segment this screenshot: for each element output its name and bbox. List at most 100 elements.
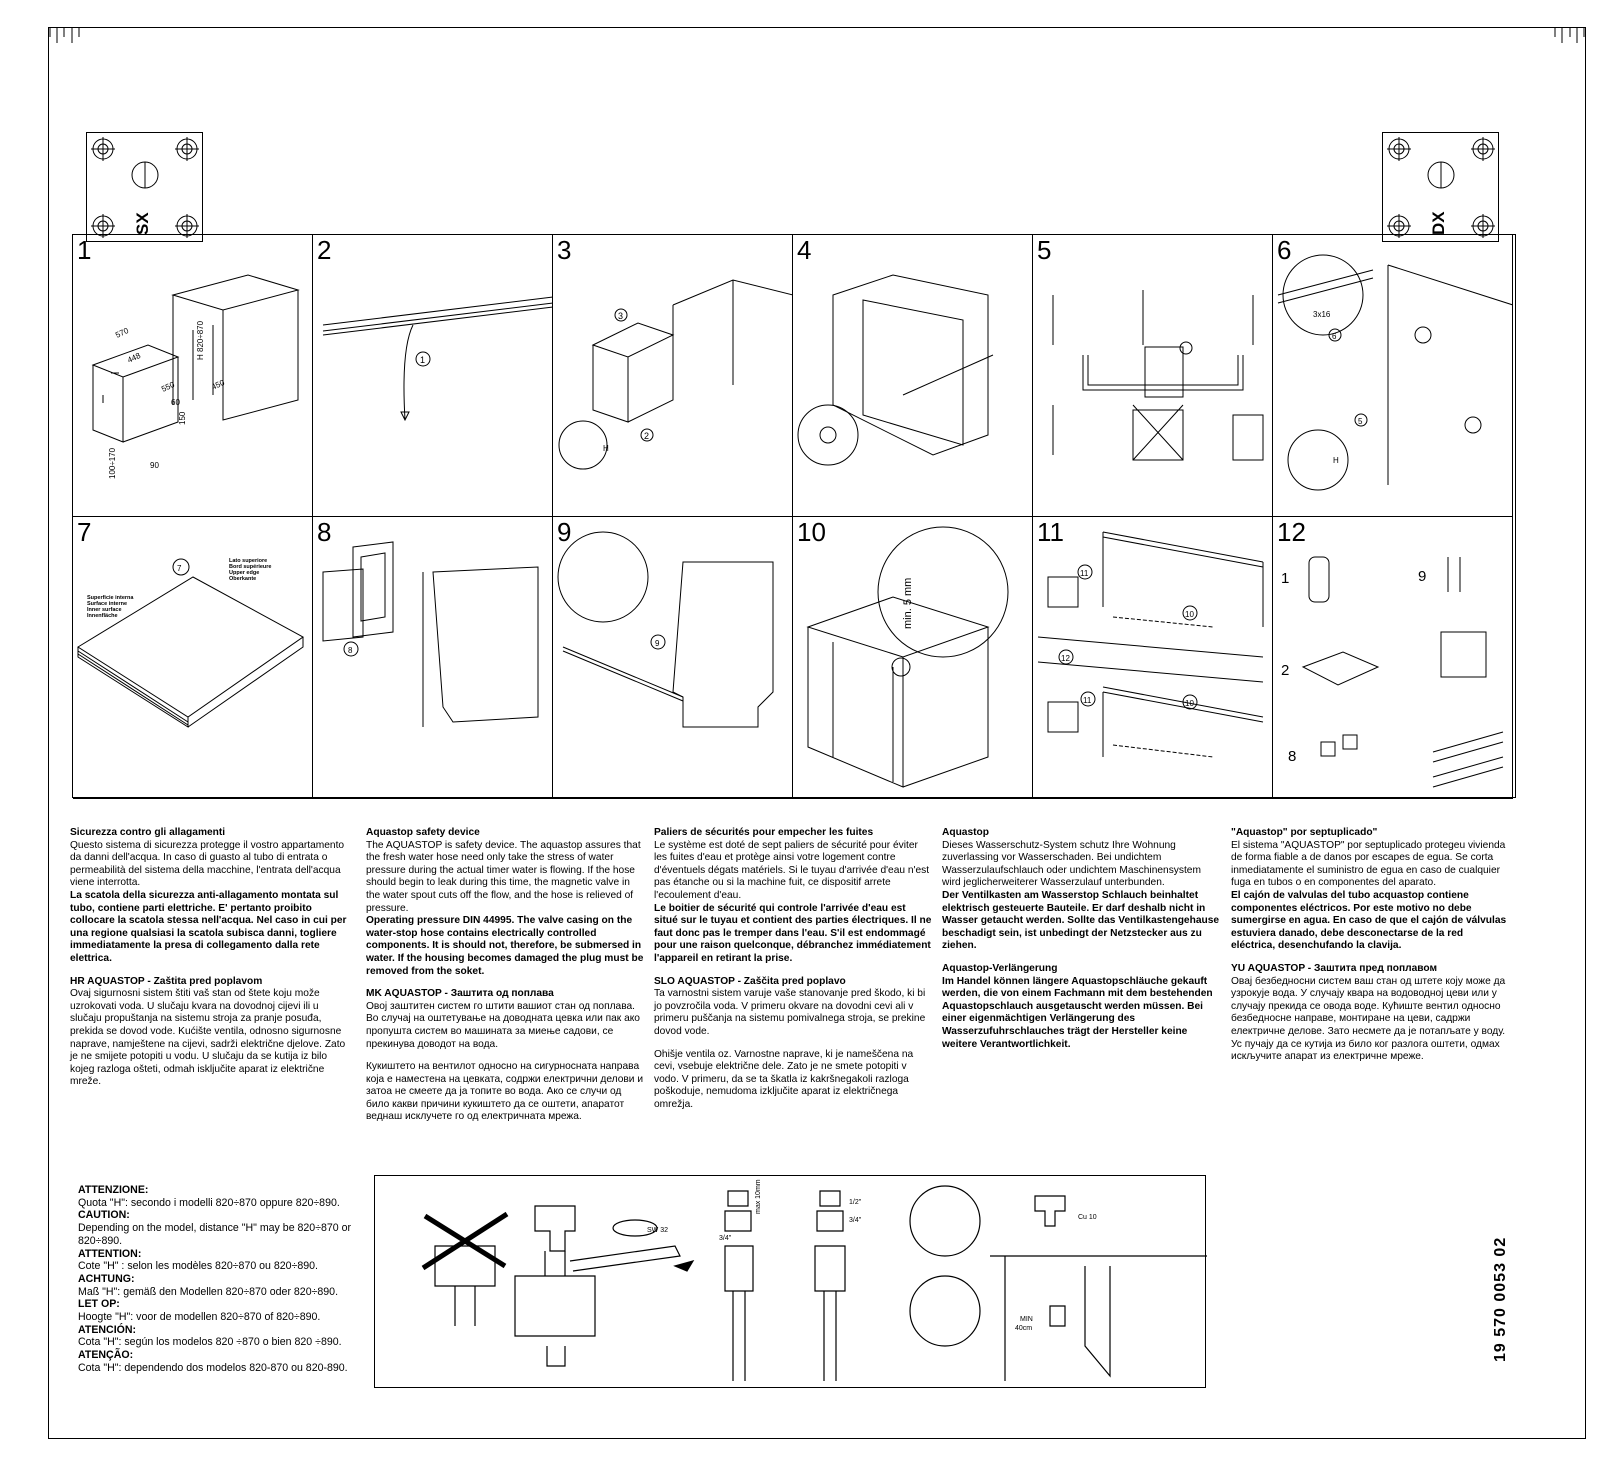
step-number: 2 — [317, 235, 332, 265]
upper-edge-it: Lato superiore — [229, 558, 267, 564]
dim-60: 60 — [171, 398, 180, 407]
column-bold-note-2: Im Handel können längere Aquastopschläuc… — [942, 975, 1213, 1050]
text-column-de: Aquastop Dieses Wasserschutz-System schu… — [942, 827, 1220, 1061]
callout-11-a: 11 — [1080, 569, 1089, 578]
aquastop-illustration: SW 32 3/4" max 10mm 1/2" 3/4" Cu 10 MIN … — [374, 1175, 1207, 1388]
note-text: Cota "H": según los modelos 820 ÷870 o b… — [78, 1336, 342, 1349]
column-body: Questo sistema di sicurezza protegge il … — [70, 839, 345, 889]
plate-label-sx: SX — [133, 212, 152, 235]
inner-surface-en: Inner surface — [87, 607, 122, 613]
column-body-3: Ohišje ventila oz. Varnostne naprave, ki… — [654, 1048, 914, 1110]
note-text: Cote "H" : selon les modèles 820÷870 ou … — [78, 1260, 319, 1273]
step-2: 2 1 — [313, 235, 553, 517]
step-9-diagram: 9 — [557, 531, 774, 728]
h-label: H — [603, 444, 609, 453]
column-heading-2: YU AQUASTOP - Заштита пред поплавом — [1231, 962, 1438, 974]
column-heading-2: SLO AQUASTOP - Zaščita pred poplavo — [654, 975, 846, 987]
column-heading-2: MK AQUASTOP - Заштита од поплава — [366, 988, 554, 1000]
column-body-3: Кукиштето на вентилот односно на сигурно… — [366, 1061, 644, 1123]
mounting-plate-left: SX — [86, 132, 203, 242]
step-number: 9 — [557, 517, 572, 547]
column-bold-note: La scatola della sicurezza anti-allagame… — [70, 889, 347, 964]
step-number: 3 — [557, 235, 572, 265]
callout-5: 5 — [1358, 417, 1363, 426]
column-heading: Paliers de sécurités pour empecher les f… — [654, 827, 874, 838]
text-column-en: Aquastop safety device The AQUASTOP is s… — [366, 827, 644, 1134]
part-label-8: 8 — [1288, 748, 1296, 765]
min-value: 40cm — [1015, 1325, 1032, 1332]
step-4-diagram — [797, 274, 994, 466]
step-1-diagram: 570 448 550 60 450 90 100÷170 150 H 820÷… — [91, 274, 300, 479]
part-label-1: 1 — [1281, 570, 1289, 587]
document-number: 19 570 0053 02 — [1492, 1236, 1509, 1362]
step-number: 5 — [1037, 235, 1052, 265]
step-6: 6 3x16 6 5 H — [1273, 235, 1513, 517]
min-label: MIN — [1020, 1316, 1033, 1323]
note-label: LET OP: — [78, 1298, 120, 1311]
step-12: 12 1 9 2 8 — [1273, 517, 1513, 799]
part-label-9: 9 — [1418, 568, 1426, 585]
step-7-diagram: 7 Superficie interna Surface interne Inn… — [77, 558, 304, 728]
note-text: Maß "H": gemäß den Modellen 820÷870 oder… — [78, 1285, 339, 1298]
step-5-diagram — [1052, 290, 1264, 461]
column-body-2: Овај безбедносни систем ваш стан од штет… — [1231, 975, 1506, 1063]
dim-90: 90 — [150, 461, 159, 470]
fit1-thread: 3/4" — [719, 1235, 732, 1242]
step-1: 1 570 448 550 60 450 90 100÷170 150 H 82… — [73, 235, 313, 517]
column-heading: Aquastop safety device — [366, 827, 480, 838]
inner-surface-fr: Surface interne — [87, 601, 127, 607]
callout-10-a: 10 — [1185, 610, 1194, 619]
upper-edge-de: Oberkante — [229, 576, 256, 582]
note-label: ATTENZIONE: — [78, 1184, 149, 1196]
column-heading-2: Aquastop-Verlängerung — [942, 962, 1058, 974]
step-2-diagram: 1 — [322, 296, 552, 422]
column-heading-2: HR AQUASTOP - Zaštita pred poplavom — [70, 975, 263, 987]
min-5mm-label: min. 5 mm — [902, 578, 914, 629]
callout-3: 3 — [618, 311, 623, 321]
column-bold-note: Operating pressure DIN 44995. The valve … — [366, 915, 644, 977]
callout-2: 2 — [644, 431, 649, 441]
dim-570: 570 — [114, 326, 130, 340]
callout-1: 1 — [420, 355, 425, 365]
text-column-es: "Aquastop" por septuplicado" El sistema … — [1231, 827, 1509, 1074]
text-column-it: Sicurezza contro gli allagamenti Questo … — [70, 827, 348, 1099]
step-12-diagram: 1 9 2 8 — [1281, 556, 1504, 788]
fit1-max: max 10mm — [755, 1179, 762, 1214]
callout-8: 8 — [348, 646, 353, 655]
column-heading: Sicurezza contro gli allagamenti — [70, 827, 226, 838]
step-number: 10 — [797, 517, 826, 547]
step-4: 4 — [793, 235, 1033, 517]
step-3-diagram: 3 2 H — [558, 279, 792, 470]
screw-3x16: 3x16 — [1313, 310, 1331, 319]
column-heading: "Aquastop" por septuplicado" — [1231, 827, 1378, 838]
column-body: Dieses Wasserschutz-System schutz Ihre W… — [942, 839, 1201, 889]
step-7: 7 7 Superficie interna Surface interne I… — [73, 517, 313, 799]
step-6-diagram: 3x16 6 5 H — [1277, 254, 1512, 491]
text-column-fr: Paliers de sécurités pour empecher les f… — [654, 827, 932, 1121]
column-body-2: Овој заштитен систем го штити вашиот ста… — [366, 1000, 640, 1050]
upper-edge-fr: Bord supérieure — [229, 564, 271, 570]
note-label: ATENCIÓN: — [78, 1323, 137, 1336]
h-label: H — [1333, 456, 1339, 465]
step-8-diagram: 8 — [322, 541, 539, 727]
column-bold-note: El cajón de valvulas del tubo acquastop … — [1231, 889, 1507, 952]
page-frame — [48, 27, 1586, 1439]
note-text: Depending on the model, distance "H" may… — [78, 1222, 352, 1247]
step-number: 6 — [1277, 235, 1292, 265]
callout-9: 9 — [655, 639, 660, 648]
callout-7: 7 — [177, 564, 182, 573]
note-label: ACHTUNG: — [78, 1272, 135, 1285]
callout-10-b: 10 — [1185, 699, 1194, 708]
step-9: 9 9 — [553, 517, 793, 799]
fit2-thread-a: 1/2" — [849, 1199, 862, 1206]
mounting-plate-right: DX — [1382, 132, 1499, 242]
callout-11-b: 11 — [1083, 696, 1092, 705]
column-body: Le système est doté de sept paliers de s… — [654, 839, 930, 901]
crop-mark-right — [1552, 27, 1586, 43]
step-8: 8 8 — [313, 517, 553, 799]
dim-150: 150 — [178, 411, 187, 425]
wrench-label: SW 32 — [647, 1227, 668, 1234]
step-number: 7 — [77, 517, 92, 547]
inner-surface-it: Superficie interna — [87, 595, 134, 601]
dim-h: H 820÷870 — [196, 320, 205, 360]
